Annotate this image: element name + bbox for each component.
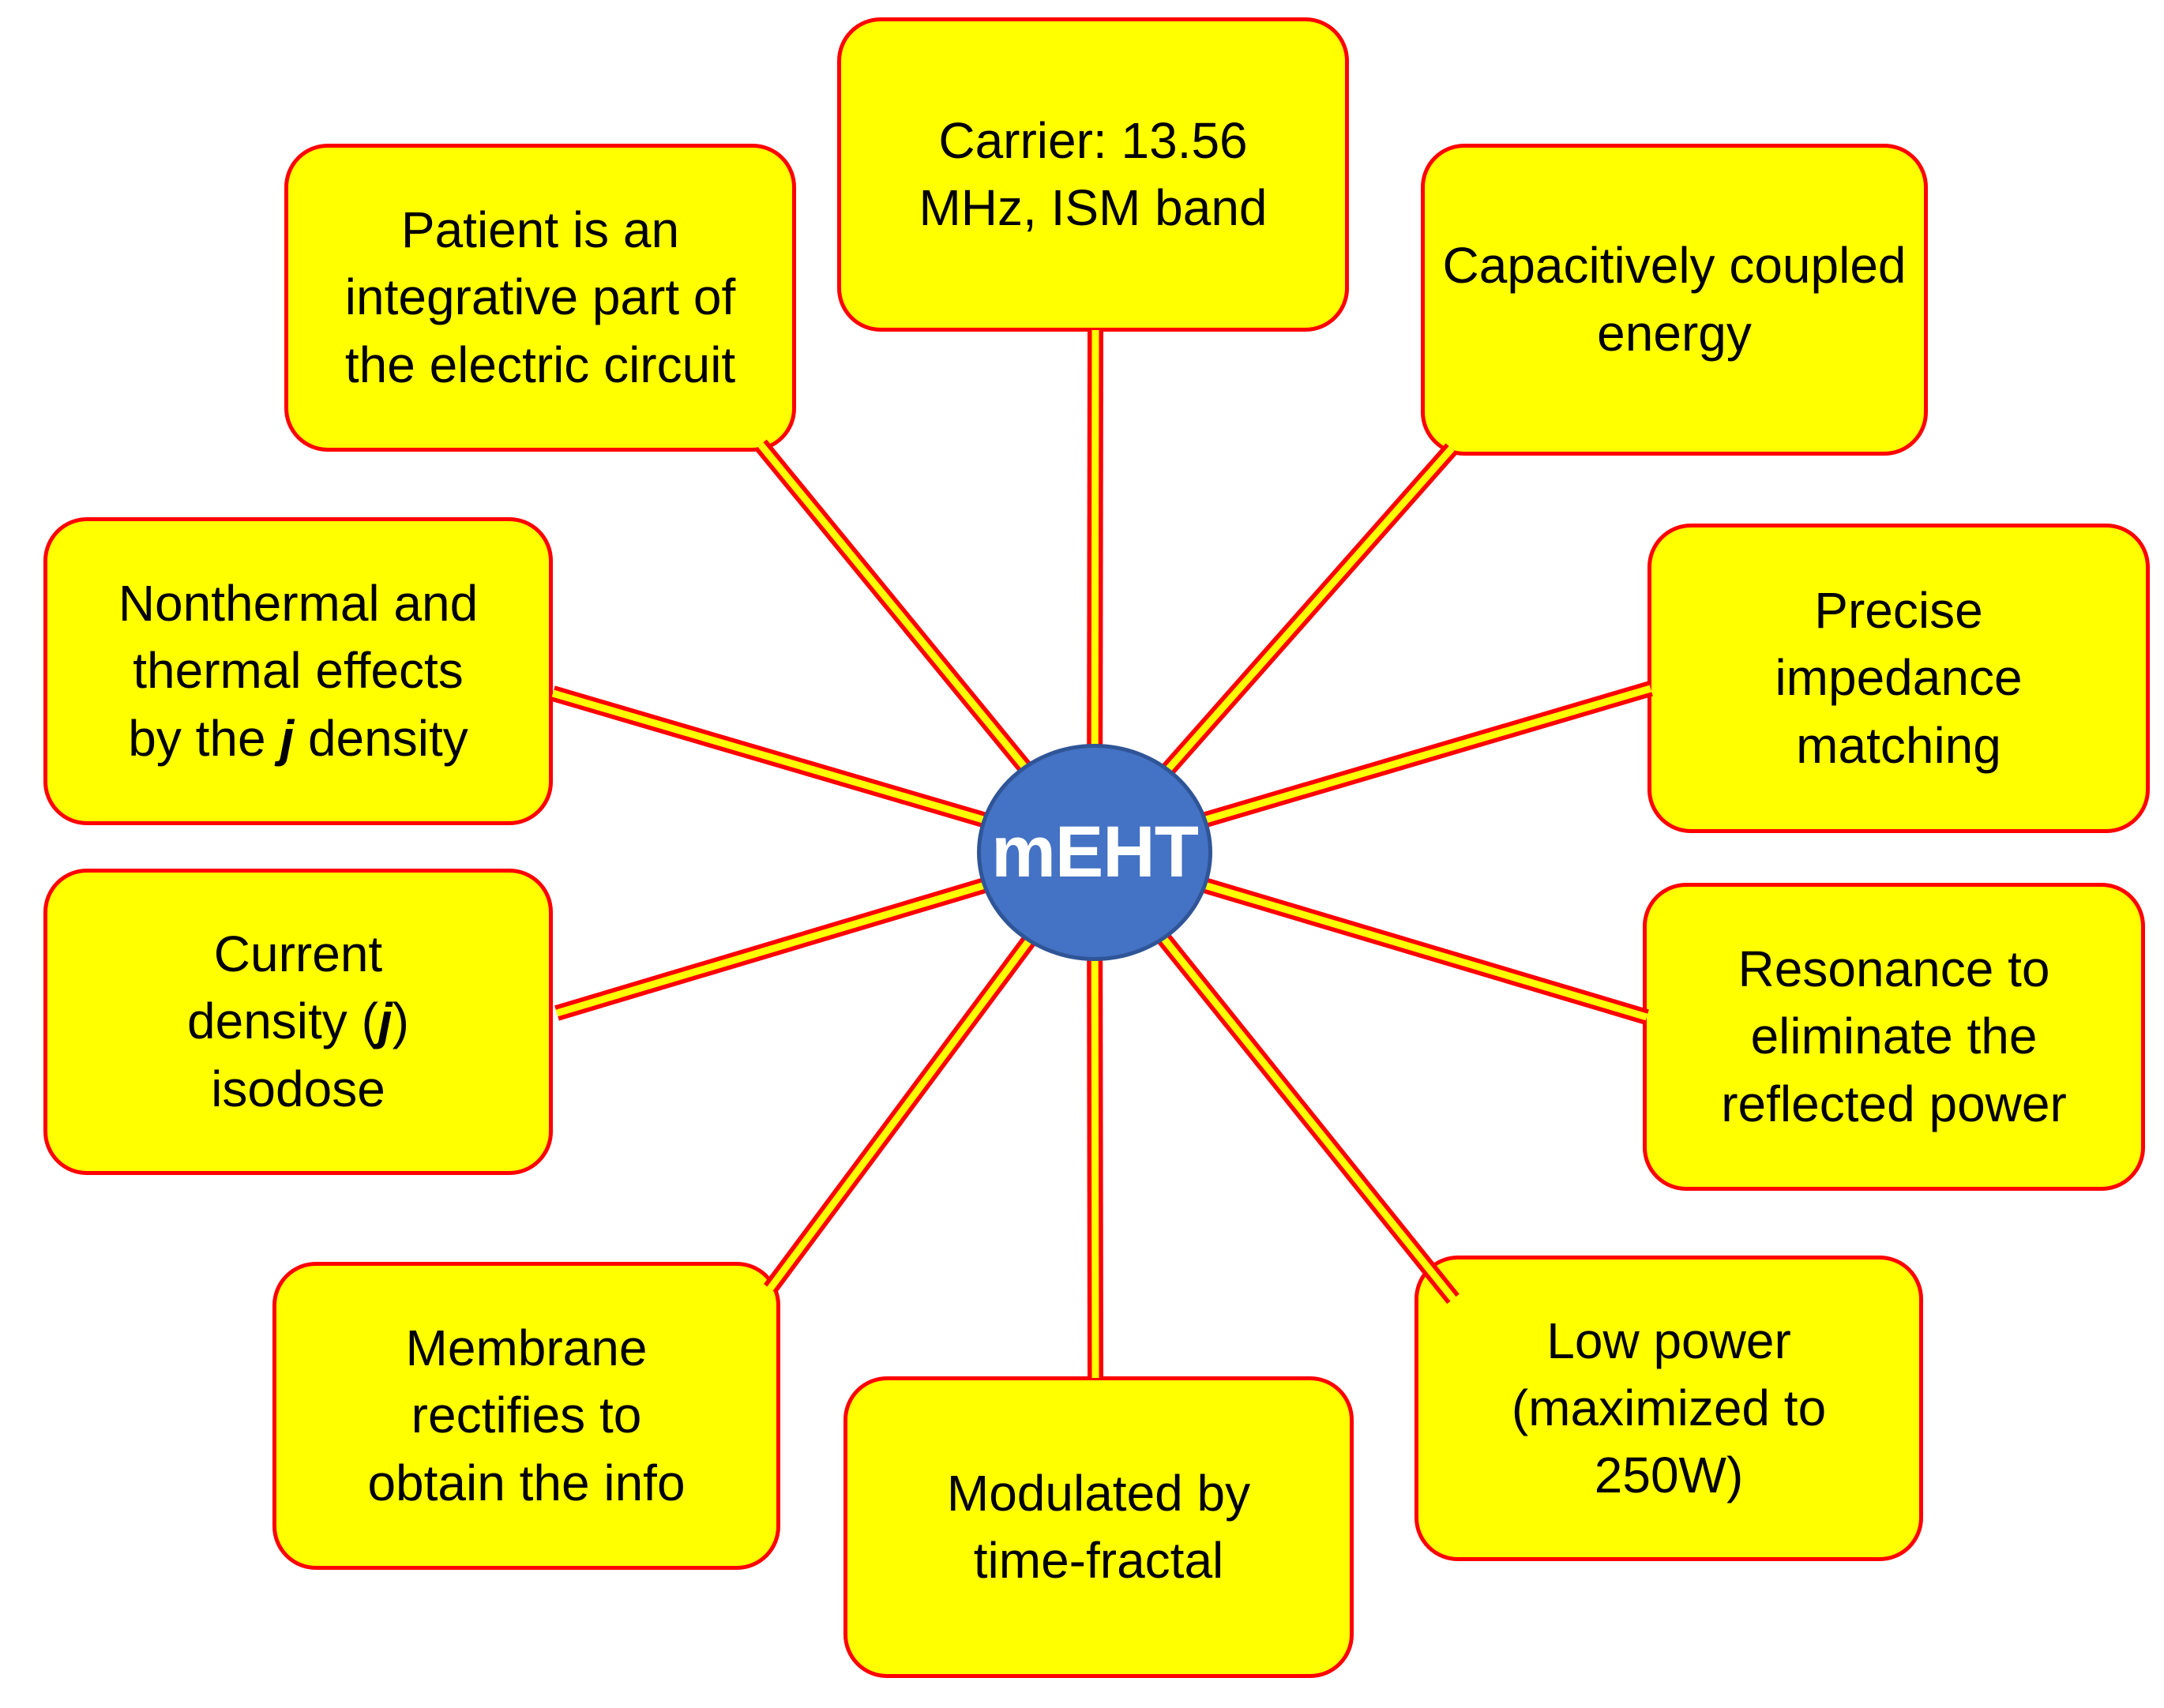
node-label-membrane-rectifies: Membrane rectifies to obtain the info [276, 1315, 776, 1516]
node-capacitive-coupling: Capacitively coupled energy [1421, 144, 1928, 456]
label-run: Capacitively coupled energy [1442, 237, 1907, 362]
node-low-power: Low power (maximized to 250W) [1414, 1256, 1923, 1561]
node-label-resonance: Resonance to eliminate the reflected pow… [1647, 936, 2141, 1137]
node-label-capacitive-coupling: Capacitively coupled energy [1425, 232, 1924, 366]
node-time-fractal-modulation: Modulated by time-fractal [843, 1376, 1354, 1678]
node-label-nonthermal-thermal-effects: Nonthermal and thermal effects by the j … [47, 570, 549, 771]
label-run: Membrane rectifies to obtain the info [367, 1319, 686, 1511]
node-label-carrier: Carrier: 13.56 MHz, ISM band [841, 107, 1345, 242]
node-nonthermal-thermal-effects: Nonthermal and thermal effects by the j … [43, 517, 553, 825]
label-run: Precise impedance matching [1775, 582, 2023, 774]
label-run: Nonthermal and thermal effects by the [118, 575, 479, 767]
label-run: density [294, 709, 468, 767]
node-current-density-isodose: Current density (j) isodose [43, 869, 553, 1175]
label-run-bold-italic: j [280, 709, 295, 767]
node-membrane-rectifies: Membrane rectifies to obtain the info [272, 1262, 780, 1570]
node-label-low-power: Low power (maximized to 250W) [1418, 1308, 1919, 1509]
label-run: Resonance to eliminate the reflected pow… [1721, 940, 2067, 1132]
node-resonance: Resonance to eliminate the reflected pow… [1643, 883, 2145, 1191]
center-node-meht: mEHT [977, 744, 1212, 961]
label-run: ) isodose [211, 993, 409, 1117]
node-patient-circuit: Patient is an integrative part of the el… [284, 144, 796, 452]
node-label-time-fractal-modulation: Modulated by time-fractal [847, 1460, 1350, 1594]
label-run: Low power (maximized to 250W) [1511, 1312, 1827, 1504]
node-carrier: Carrier: 13.56 MHz, ISM band [837, 17, 1349, 332]
node-label-current-density-isodose: Current density (j) isodose [47, 921, 549, 1122]
center-node-label: mEHT [991, 812, 1199, 892]
node-impedance-matching: Precise impedance matching [1647, 524, 2150, 833]
node-label-patient-circuit: Patient is an integrative part of the el… [288, 197, 792, 398]
label-run: Patient is an integrative part of the el… [344, 201, 736, 393]
label-run-bold-italic: j [378, 993, 393, 1050]
node-label-impedance-matching: Precise impedance matching [1651, 577, 2146, 779]
label-run: Current density ( [187, 925, 383, 1050]
label-run: Carrier: 13.56 MHz, ISM band [919, 111, 1268, 236]
label-run: Modulated by time-fractal [946, 1464, 1251, 1589]
